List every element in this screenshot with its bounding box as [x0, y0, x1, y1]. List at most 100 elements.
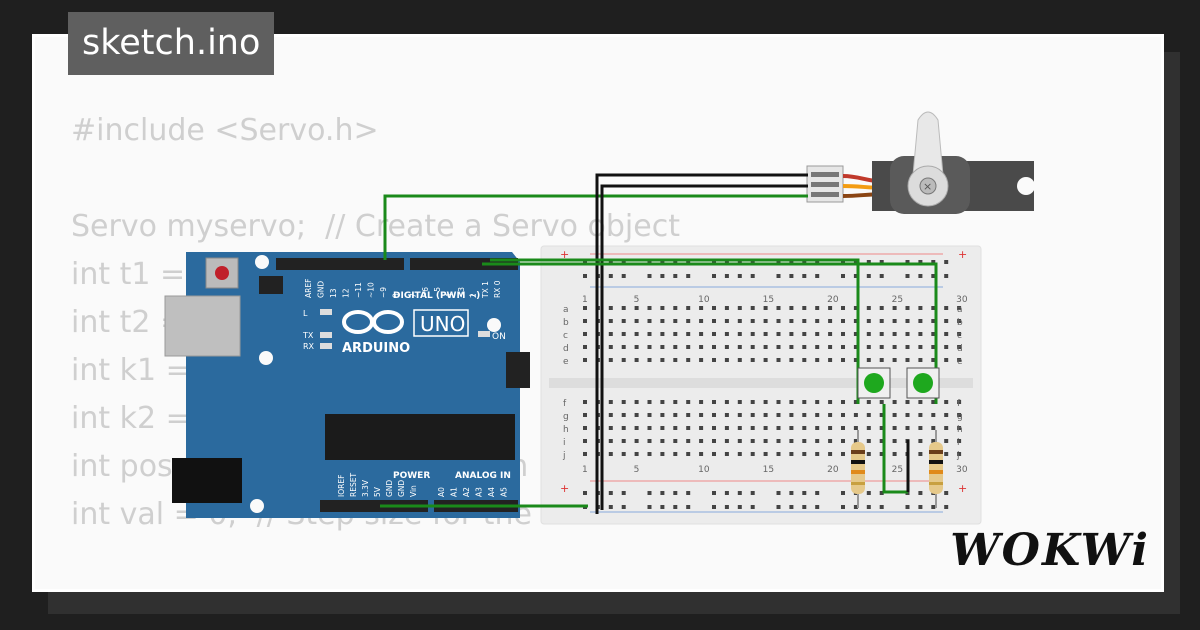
breadboard-hole[interactable]	[660, 452, 665, 456]
breadboard-hole[interactable]	[776, 439, 781, 443]
breadboard-hole[interactable]	[802, 439, 807, 443]
breadboard-hole[interactable]	[737, 439, 742, 443]
breadboard-hole[interactable]	[815, 345, 820, 349]
breadboard-hole[interactable]	[750, 358, 755, 362]
breadboard-hole[interactable]	[828, 319, 833, 323]
breadboard-hole[interactable]	[879, 400, 884, 404]
breadboard-hole[interactable]	[660, 332, 665, 336]
breadboard-hole[interactable]	[647, 413, 652, 417]
breadboard-hole[interactable]	[931, 426, 936, 430]
rail-hole[interactable]	[621, 505, 626, 509]
breadboard-hole[interactable]	[918, 345, 923, 349]
rail-hole[interactable]	[931, 505, 936, 509]
breadboard-hole[interactable]	[789, 306, 794, 310]
breadboard-hole[interactable]	[634, 426, 639, 430]
rail-hole[interactable]	[660, 491, 665, 495]
breadboard-hole[interactable]	[841, 413, 845, 417]
breadboard-hole[interactable]	[776, 413, 781, 417]
rail-hole[interactable]	[866, 260, 871, 264]
breadboard-hole[interactable]	[931, 439, 936, 443]
breadboard-hole[interactable]	[892, 345, 897, 349]
breadboard-hole[interactable]	[918, 332, 923, 336]
breadboard-hole[interactable]	[931, 306, 936, 310]
breadboard-hole[interactable]	[673, 426, 678, 430]
breadboard-hole[interactable]	[634, 332, 639, 336]
breadboard-hole[interactable]	[828, 413, 833, 417]
breadboard-hole[interactable]	[802, 345, 807, 349]
breadboard-hole[interactable]	[763, 400, 768, 404]
breadboard-hole[interactable]	[621, 319, 626, 323]
breadboard-hole[interactable]	[724, 358, 729, 362]
breadboard-hole[interactable]	[879, 306, 884, 310]
breadboard-hole[interactable]	[957, 345, 962, 349]
breadboard-hole[interactable]	[621, 345, 626, 349]
breadboard-hole[interactable]	[686, 439, 691, 443]
breadboard-hole[interactable]	[763, 345, 768, 349]
breadboard-hole[interactable]	[957, 332, 962, 336]
rail-hole[interactable]	[853, 260, 858, 264]
breadboard-hole[interactable]	[789, 345, 794, 349]
breadboard-hole[interactable]	[918, 426, 923, 430]
breadboard-hole[interactable]	[892, 413, 897, 417]
rail-hole[interactable]	[815, 491, 820, 495]
breadboard-hole[interactable]	[621, 332, 626, 336]
breadboard-hole[interactable]	[815, 319, 820, 323]
rail-hole[interactable]	[866, 491, 871, 495]
breadboard-hole[interactable]	[686, 332, 691, 336]
rail-hole[interactable]	[918, 260, 923, 264]
breadboard-hole[interactable]	[802, 452, 807, 456]
breadboard-hole[interactable]	[853, 306, 858, 310]
breadboard-hole[interactable]	[699, 426, 704, 430]
breadboard-hole[interactable]	[621, 452, 626, 456]
breadboard-hole[interactable]	[879, 439, 884, 443]
breadboard-hole[interactable]	[763, 306, 768, 310]
breadboard-hole[interactable]	[815, 358, 820, 362]
breadboard-hole[interactable]	[905, 345, 910, 349]
breadboard-hole[interactable]	[686, 358, 691, 362]
breadboard-hole[interactable]	[673, 319, 678, 323]
rail-hole[interactable]	[841, 274, 845, 278]
rail-hole[interactable]	[879, 274, 884, 278]
breadboard-hole[interactable]	[647, 439, 652, 443]
rail-hole[interactable]	[944, 491, 949, 495]
breadboard-hole[interactable]	[828, 452, 833, 456]
rail-hole[interactable]	[944, 505, 949, 509]
breadboard-hole[interactable]	[931, 319, 936, 323]
breadboard-hole[interactable]	[957, 439, 962, 443]
breadboard-hole[interactable]	[750, 345, 755, 349]
rail-hole[interactable]	[660, 505, 665, 509]
rail-hole[interactable]	[583, 274, 587, 278]
rail-hole[interactable]	[776, 260, 781, 264]
breadboard-hole[interactable]	[750, 319, 755, 323]
breadboard-hole[interactable]	[634, 306, 639, 310]
breadboard-hole[interactable]	[815, 426, 820, 430]
breadboard-hole[interactable]	[802, 413, 807, 417]
rail-hole[interactable]	[686, 260, 691, 264]
rail-hole[interactable]	[802, 260, 807, 264]
breadboard-hole[interactable]	[699, 358, 704, 362]
rail-hole[interactable]	[647, 260, 652, 264]
rail-hole[interactable]	[776, 491, 781, 495]
breadboard-hole[interactable]	[660, 439, 665, 443]
breadboard-hole[interactable]	[776, 332, 781, 336]
breadboard-hole[interactable]	[712, 345, 716, 349]
rail-hole[interactable]	[931, 274, 936, 278]
breadboard-hole[interactable]	[763, 413, 768, 417]
rail-hole[interactable]	[686, 491, 691, 495]
code-line[interactable]	[71, 539, 680, 587]
breadboard-hole[interactable]	[789, 332, 794, 336]
breadboard-hole[interactable]	[789, 400, 794, 404]
rail-hole[interactable]	[802, 505, 807, 509]
breadboard-hole[interactable]	[724, 426, 729, 430]
breadboard-hole[interactable]	[802, 358, 807, 362]
breadboard-hole[interactable]	[879, 426, 884, 430]
code-line[interactable]: void setup() {	[71, 587, 680, 589]
breadboard-hole[interactable]	[789, 452, 794, 456]
breadboard-hole[interactable]	[699, 319, 704, 323]
breadboard-hole[interactable]	[583, 452, 587, 456]
breadboard-hole[interactable]	[789, 413, 794, 417]
breadboard-hole[interactable]	[944, 452, 949, 456]
rail-hole[interactable]	[944, 274, 949, 278]
breadboard-hole[interactable]	[879, 332, 884, 336]
file-tab[interactable]: sketch.ino	[68, 12, 275, 75]
